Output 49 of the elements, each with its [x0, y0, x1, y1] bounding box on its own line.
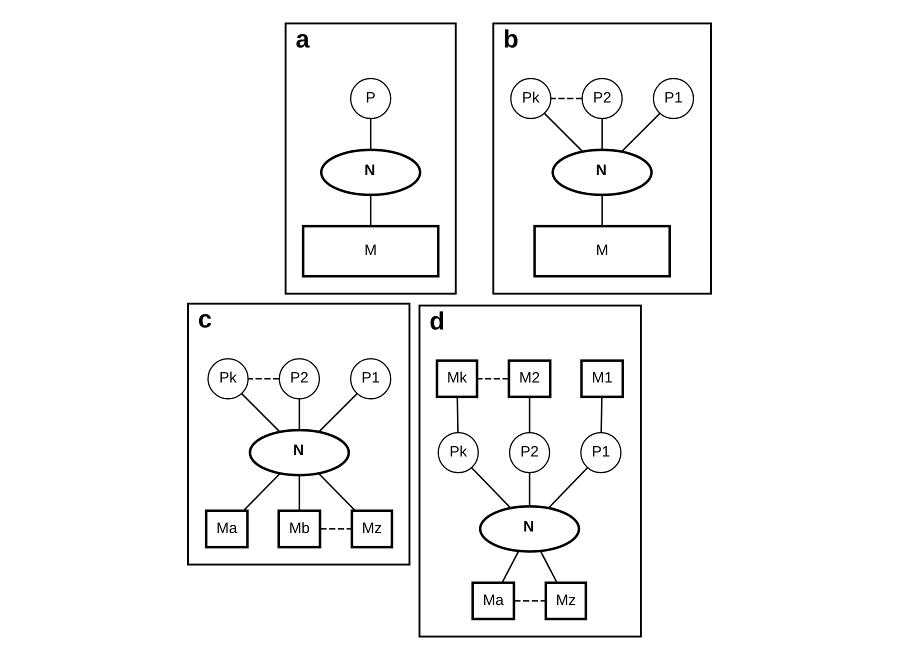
node-box: M — [533, 224, 671, 278]
connector — [601, 195, 603, 226]
node-box: Ma — [204, 510, 249, 548]
node-circle: P2 — [582, 78, 623, 120]
node-box: M1 — [580, 359, 624, 398]
connector — [370, 195, 372, 226]
node-box: M — [302, 224, 440, 278]
node-box: Mz — [350, 510, 394, 548]
node-circle: P1 — [652, 78, 694, 120]
connector — [622, 113, 660, 152]
connector — [370, 118, 372, 150]
connector — [248, 378, 280, 380]
node-ellipse: N — [478, 505, 580, 553]
connector — [320, 528, 352, 530]
node-circle: P2 — [278, 358, 320, 400]
connector — [600, 396, 603, 433]
connector — [502, 550, 520, 583]
connector — [298, 399, 300, 430]
connector — [318, 473, 356, 511]
node-box: Mz — [544, 581, 588, 620]
node-box: Mk — [436, 359, 478, 398]
node-circle: P — [350, 78, 392, 120]
node-box: Mb — [277, 510, 322, 548]
connector — [601, 118, 603, 150]
node-ellipse: N — [551, 148, 653, 196]
node-circle: Pk — [438, 432, 479, 474]
connector — [477, 378, 509, 380]
connector — [528, 472, 530, 506]
node-circle: P2 — [508, 432, 550, 474]
connector — [298, 475, 300, 511]
connector — [456, 396, 459, 433]
connector — [241, 393, 280, 432]
node-ellipse: N — [320, 148, 422, 196]
node-box: M2 — [508, 359, 552, 398]
connector — [318, 393, 358, 432]
node-ellipse: N — [248, 428, 350, 476]
connector — [243, 473, 280, 511]
node-circle: Pk — [207, 358, 249, 400]
connector — [514, 600, 546, 602]
connector — [548, 467, 588, 509]
connector — [550, 98, 582, 100]
connector — [528, 396, 530, 433]
node-circle: Pk — [510, 78, 552, 120]
node-circle: P1 — [350, 358, 392, 400]
node-box: Ma — [471, 581, 516, 620]
connector — [471, 467, 512, 509]
connector — [544, 113, 583, 152]
node-circle: P1 — [580, 432, 622, 474]
connector — [540, 550, 558, 583]
